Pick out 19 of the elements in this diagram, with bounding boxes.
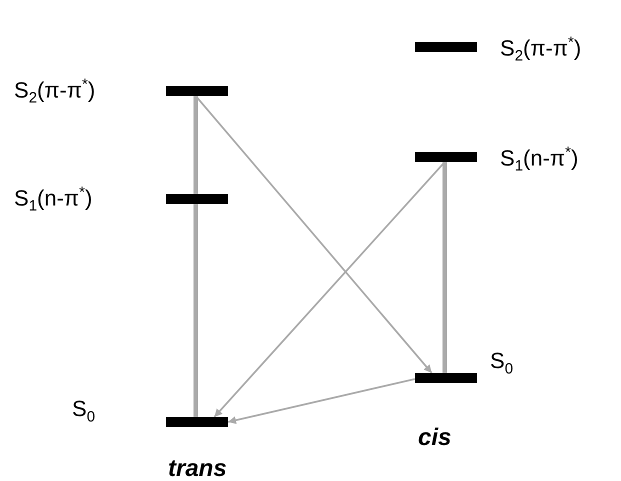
arrow <box>195 95 432 374</box>
state-label: S$_{2}$(π-π$^{*}$) <box>14 75 96 109</box>
state-label: S$_{1}$(n-π$^{*}$) <box>14 183 92 217</box>
energy-level-bar <box>166 194 228 204</box>
arrow <box>214 161 446 418</box>
energy-level-bar <box>166 417 228 427</box>
energy-level-bar <box>166 86 228 96</box>
energy-level-bar <box>415 373 477 383</box>
arrow <box>228 378 416 424</box>
state-label: S$_{0}$ <box>72 396 96 428</box>
energy-level-bar <box>415 152 477 162</box>
energy-level-bar <box>415 42 477 52</box>
isomer-label: trans <box>168 455 227 481</box>
state-label: S$_{1}$(n-π$^{*}$) <box>500 143 578 177</box>
isomer-label: cis <box>418 424 452 452</box>
connector-line <box>194 96 198 417</box>
state-label: S$_{0}$ <box>490 348 514 380</box>
state-label: S$_{2}$(π-π$^{*}$) <box>500 33 582 67</box>
connector-line <box>442 162 447 373</box>
